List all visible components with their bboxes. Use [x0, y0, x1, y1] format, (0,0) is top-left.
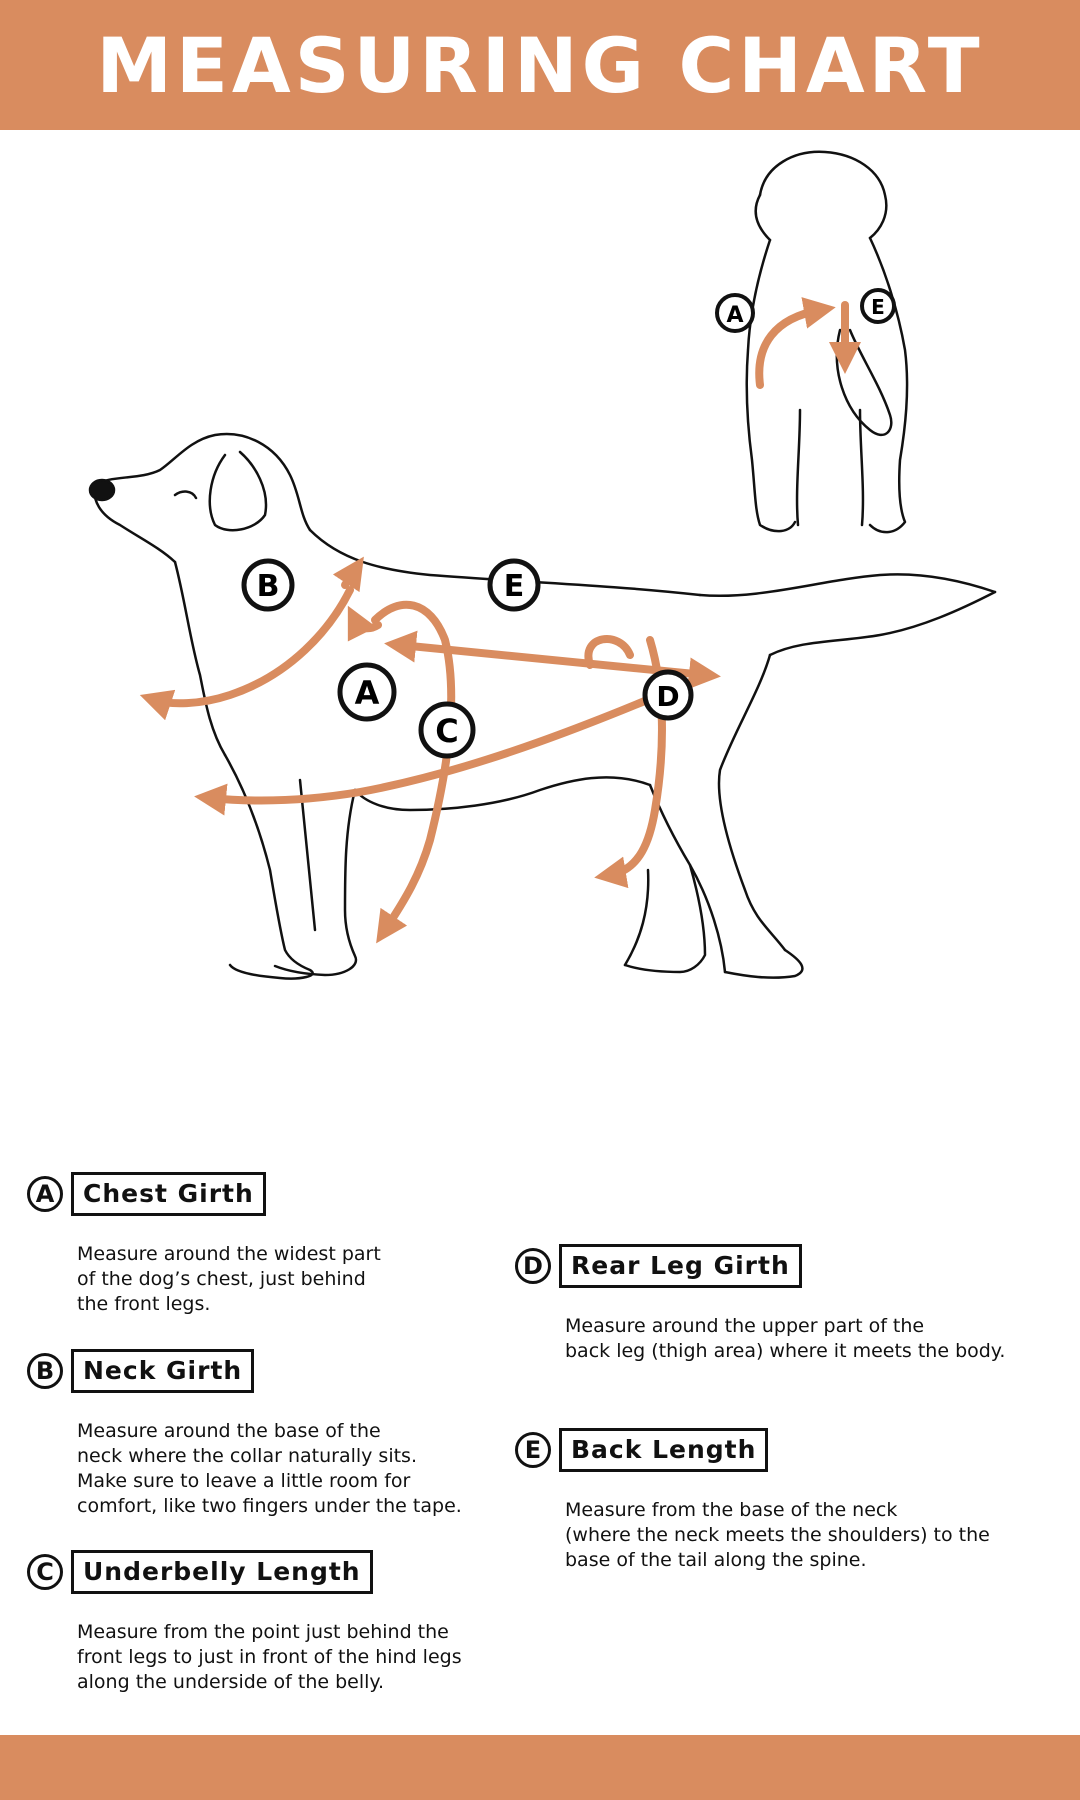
marker-b: B — [241, 558, 295, 612]
svg-text:C: C — [435, 712, 458, 750]
letter-badge: C — [27, 1554, 63, 1590]
measurement-description: Measure from the base of the neck (where… — [565, 1499, 990, 1571]
page-title: MEASURING CHART — [96, 20, 984, 110]
letter-badge: B — [27, 1353, 63, 1389]
measurement-description: Measure around the upper part of the bac… — [565, 1315, 1006, 1362]
underbelly-line — [371, 600, 456, 944]
dog-illustration: B E A C D A E — [88, 150, 997, 980]
letter-badge: D — [515, 1248, 551, 1284]
measurement-description: Measure from the point just behind the f… — [77, 1621, 462, 1693]
header-banner: MEASURING CHART — [0, 0, 1080, 130]
neck-girth-line — [139, 586, 354, 721]
marker-a: A — [337, 662, 397, 722]
svg-text:D: D — [656, 680, 679, 713]
measurement-chest-girth: A Chest Girth Measure around the widest … — [27, 1172, 381, 1317]
marker-e: E — [487, 558, 541, 612]
measurement-title: Underbelly Length — [71, 1550, 373, 1594]
measurement-description: Measure around the base of the neck wher… — [77, 1420, 462, 1517]
svg-text:B: B — [257, 569, 280, 604]
footer-banner — [0, 1735, 1080, 1800]
measurement-title: Neck Girth — [71, 1349, 255, 1393]
measurement-description: Measure around the widest part of the do… — [77, 1243, 381, 1315]
svg-text:A: A — [726, 303, 743, 328]
letter-badge: A — [27, 1176, 63, 1212]
svg-text:A: A — [355, 674, 380, 712]
measurement-neck-girth: B Neck Girth Measure around the base of … — [27, 1349, 462, 1519]
measurement-title: Back Length — [559, 1428, 769, 1472]
measurement-underbelly-length: C Underbelly Length Measure from the poi… — [27, 1550, 462, 1695]
side-view-dog — [88, 432, 997, 980]
measurement-title: Chest Girth — [71, 1172, 266, 1216]
svg-text:E: E — [871, 295, 885, 319]
chest-girth-line — [194, 674, 704, 816]
measurement-title: Rear Leg Girth — [559, 1244, 802, 1288]
svg-text:E: E — [504, 569, 525, 604]
letter-badge: E — [515, 1432, 551, 1468]
rear-marker-e: E — [860, 288, 896, 324]
marker-c: C — [418, 701, 476, 759]
measurement-back-length: E Back Length Measure from the base of t… — [515, 1428, 990, 1573]
marker-d: D — [642, 669, 694, 721]
measurement-rear-leg-girth: D Rear Leg Girth Measure around the uppe… — [515, 1244, 1005, 1364]
rear-marker-a: A — [715, 293, 755, 333]
